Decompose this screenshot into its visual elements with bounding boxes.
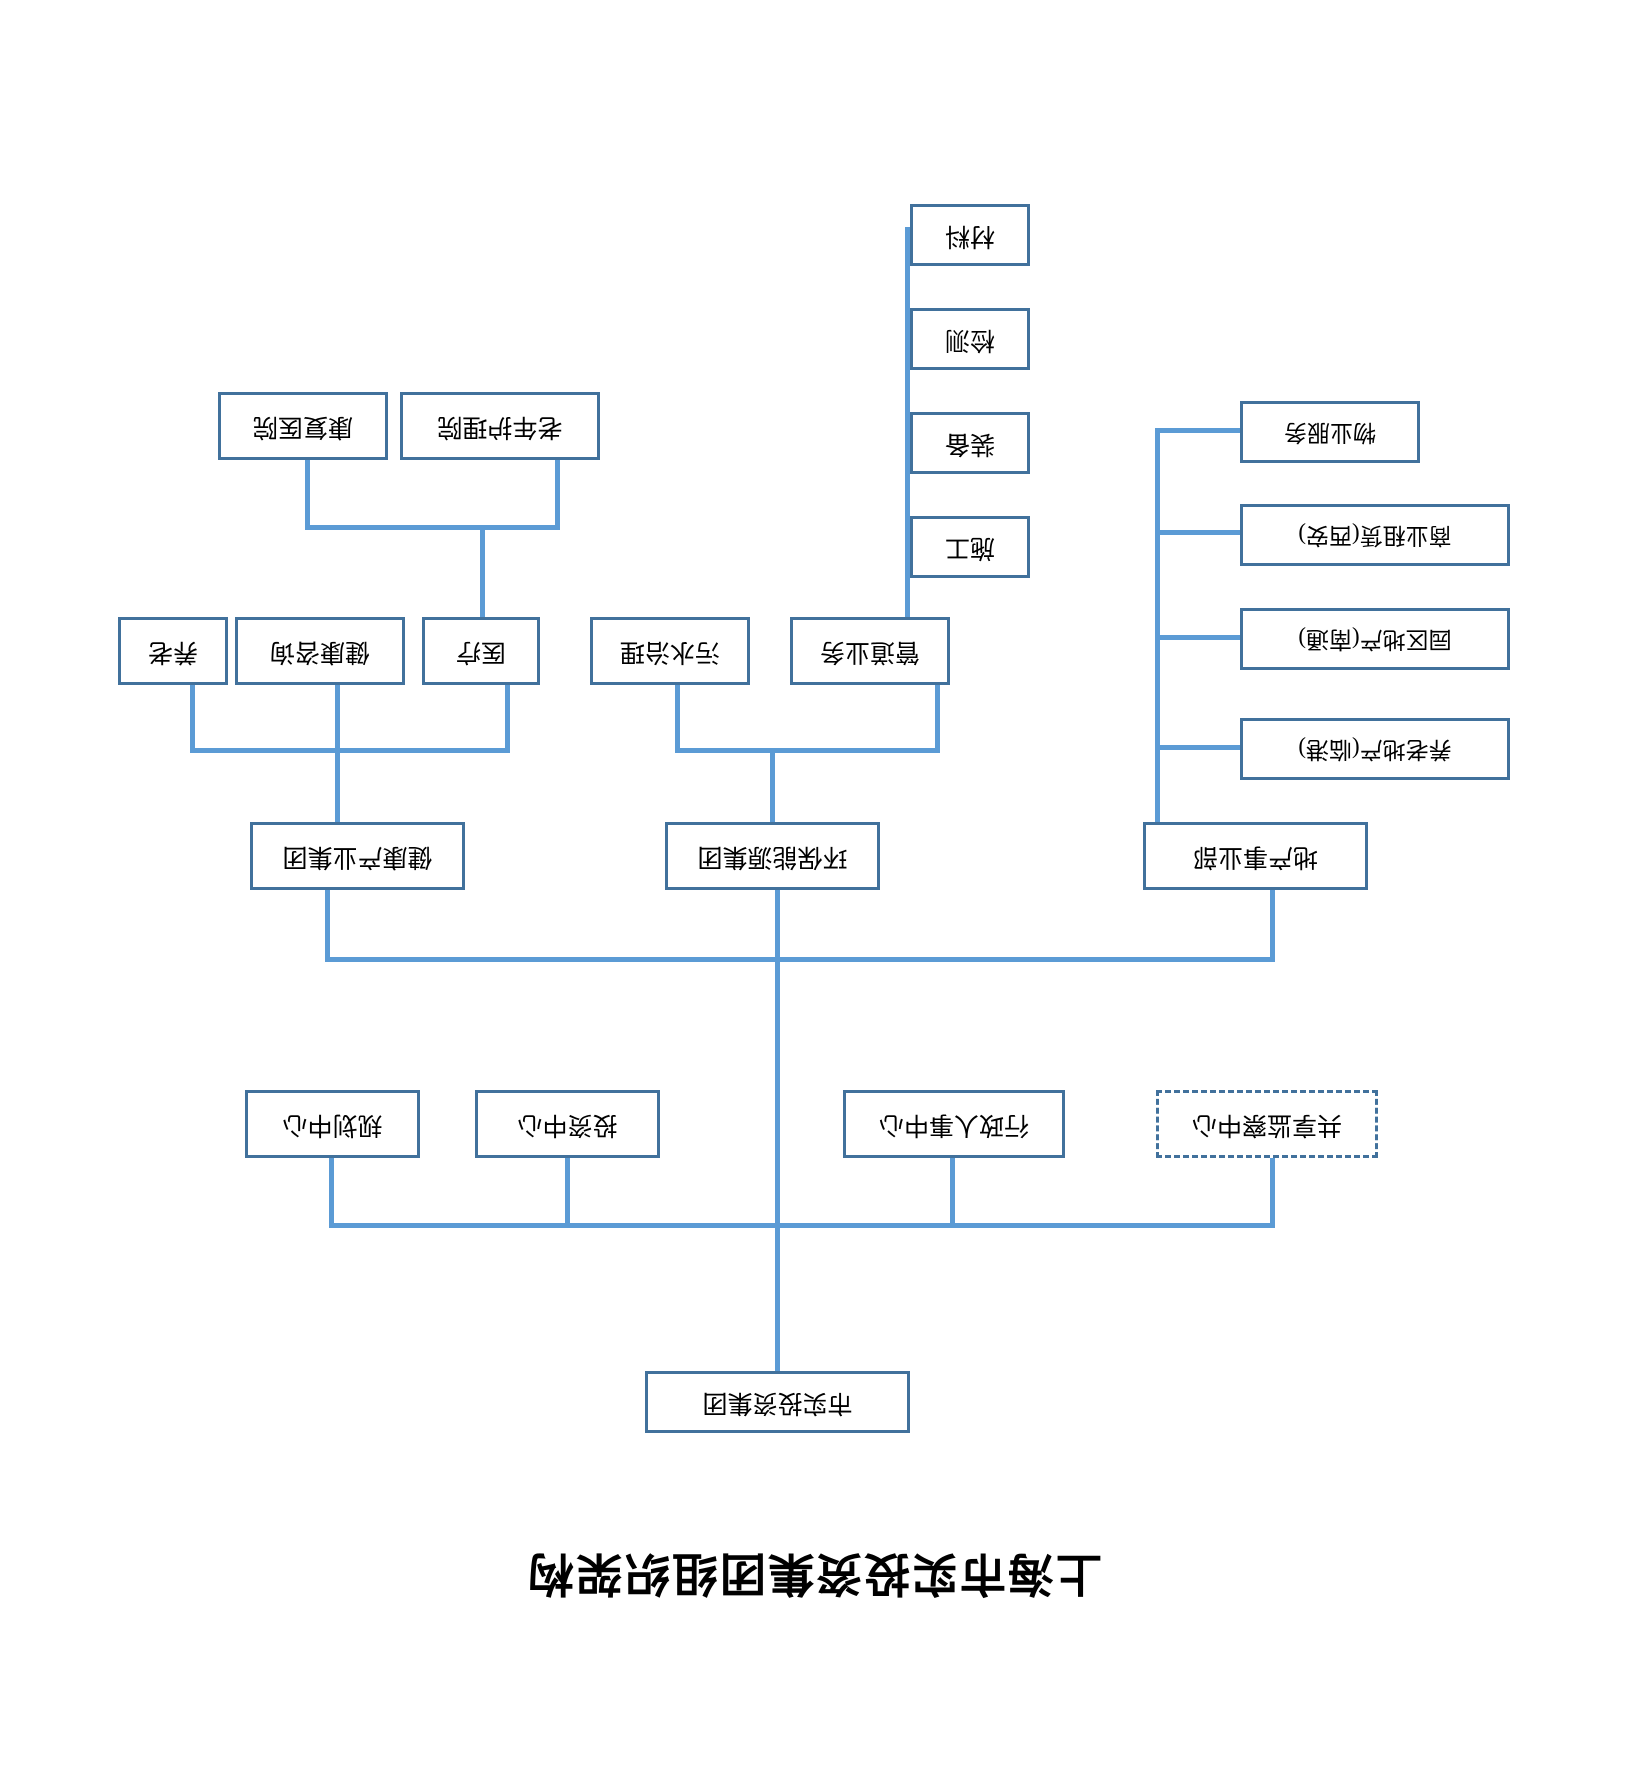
page-title: 上海市实投资集团组织架构: [526, 1548, 1102, 1599]
node-park-real-estate[interactable]: 园区地产(南通): [1240, 608, 1510, 670]
node-commercial-leasing-label: 商业租赁(西安): [1298, 523, 1452, 549]
connector-drop-health-consulting: [335, 683, 340, 753]
node-rehab-hospital[interactable]: 康复医院: [218, 392, 388, 460]
connector-drop-division-3: [325, 887, 330, 962]
node-rehab-hospital-label: 康复医院: [253, 413, 354, 441]
connector-real-estate-1: [1155, 745, 1240, 750]
connector-drop-center-1: [1270, 1158, 1275, 1228]
node-equipment-label: 装备: [945, 430, 996, 458]
node-energy-division-label: 环保能源集团: [697, 843, 848, 871]
node-admin-hr-center-label: 行政人事中心: [879, 1111, 1030, 1139]
node-commercial-leasing[interactable]: 商业租赁(西安): [1240, 504, 1510, 566]
node-pipeline-business-label: 管道业务: [820, 638, 921, 666]
node-health-division-label: 健康产业集团: [282, 843, 433, 871]
node-elderly-care-label: 养老: [148, 638, 199, 666]
node-real-estate-division-label: 地产事业部: [1193, 843, 1319, 871]
node-property-services-label: 物业服务: [1284, 420, 1376, 446]
node-shared-supervision-center[interactable]: 共享监察中心: [1156, 1090, 1378, 1158]
connector-energy-bus: [675, 748, 940, 753]
connector-root-down: [775, 1228, 780, 1371]
node-elderly-care[interactable]: 养老: [118, 617, 228, 685]
connector-medical-bus: [308, 525, 560, 530]
connector-drop-rehab-hospital: [305, 458, 310, 530]
node-elderly-nursing-home-label: 老年护理院: [437, 413, 563, 441]
node-property-services[interactable]: 物业服务: [1240, 401, 1420, 463]
connector-real-estate-spine: [1155, 428, 1160, 822]
node-senior-living-real-estate[interactable]: 养老地产(临港): [1240, 718, 1510, 780]
connector-drop-nursing-home: [555, 458, 560, 530]
node-inspection-label: 检测: [945, 326, 996, 354]
node-planning-center[interactable]: 规划中心: [245, 1090, 420, 1158]
node-energy-division[interactable]: 环保能源集团: [665, 822, 880, 890]
node-sewage-treatment[interactable]: 污水治理: [590, 617, 750, 685]
connector-drop-medical: [505, 683, 510, 753]
connector-real-estate-3: [1155, 530, 1240, 535]
node-planning-center-label: 规划中心: [282, 1111, 383, 1139]
node-health-consulting-label: 健康咨询: [270, 638, 371, 666]
connector-root-spine-lower: [775, 958, 780, 1228]
connector-drop-elderly-care: [190, 683, 195, 753]
connector-health-down: [335, 750, 340, 822]
node-materials-label: 材料: [945, 222, 996, 250]
connector-real-estate-4: [1155, 428, 1240, 433]
node-medical-label: 医疗: [456, 638, 507, 666]
connector-drop-center-3: [565, 1158, 570, 1228]
connector-drop-center-2: [950, 1158, 955, 1228]
connector-level3-bus: [325, 957, 1275, 962]
connector-drop-division-1: [1270, 887, 1275, 962]
connector-drop-pipeline: [935, 683, 940, 753]
connector-energy-down: [770, 750, 775, 822]
node-construction-label: 施工: [945, 534, 996, 562]
connector-real-estate-2: [1155, 635, 1240, 640]
connector-drop-center-4: [329, 1158, 334, 1228]
node-medical[interactable]: 医疗: [422, 617, 540, 685]
node-real-estate-division[interactable]: 地产事业部: [1143, 822, 1368, 890]
node-equipment[interactable]: 装备: [910, 412, 1030, 474]
node-shared-supervision-center-label: 共享监察中心: [1192, 1111, 1343, 1139]
node-sewage-treatment-label: 污水治理: [620, 638, 721, 666]
node-construction[interactable]: 施工: [910, 516, 1030, 578]
node-park-real-estate-label: 园区地产(南通): [1298, 627, 1452, 653]
node-admin-hr-center[interactable]: 行政人事中心: [843, 1090, 1065, 1158]
node-pipeline-business[interactable]: 管道业务: [790, 617, 950, 685]
node-investment-center[interactable]: 投资中心: [475, 1090, 660, 1158]
node-health-division[interactable]: 健康产业集团: [250, 822, 465, 890]
node-investment-center-label: 投资中心: [517, 1111, 618, 1139]
connector-medical-down: [480, 527, 485, 617]
connector-drop-division-2: [775, 887, 780, 962]
node-senior-living-real-estate-label: 养老地产(临港): [1298, 737, 1452, 763]
connector-health-bus: [190, 748, 510, 753]
node-elderly-nursing-home[interactable]: 老年护理院: [400, 392, 600, 460]
node-materials[interactable]: 材料: [910, 204, 1030, 266]
node-root[interactable]: 市实投资集团: [645, 1371, 910, 1433]
connector-level2-bus: [329, 1223, 1275, 1228]
node-root-label: 市实投资集团: [702, 1389, 853, 1417]
node-health-consulting[interactable]: 健康咨询: [235, 617, 405, 685]
connector-drop-sewage: [675, 683, 680, 753]
node-inspection[interactable]: 检测: [910, 308, 1030, 370]
